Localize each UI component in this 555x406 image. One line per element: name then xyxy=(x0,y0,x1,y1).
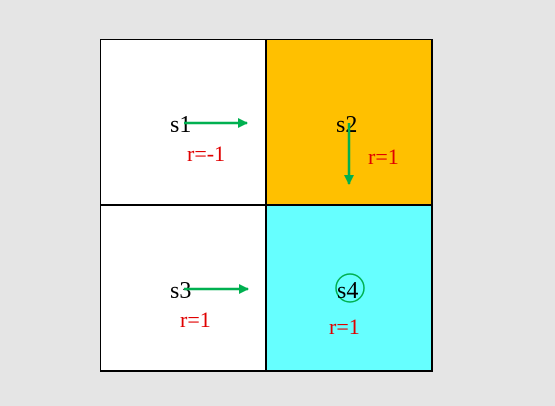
stay-circle-icon-s4 xyxy=(335,273,365,303)
reward-label-s2: r=1 xyxy=(368,144,399,169)
state-label-s3: s3 xyxy=(170,278,191,304)
reward-label-s4: r=1 xyxy=(329,314,360,339)
cell-s4 xyxy=(265,204,433,372)
state-label-s2: s2 xyxy=(336,112,357,138)
state-label-s4: s4 xyxy=(337,278,358,304)
state-label-s1: s1 xyxy=(170,112,191,138)
reward-label-s1: r=-1 xyxy=(187,141,225,166)
reward-label-s3: r=1 xyxy=(180,307,211,332)
grid-world: s1 r=-1 s2 r=1 s3 r=1 s4 r=1 xyxy=(100,39,433,372)
grid-world-diagram: s1 r=-1 s2 r=1 s3 r=1 s4 r=1 xyxy=(100,39,433,372)
